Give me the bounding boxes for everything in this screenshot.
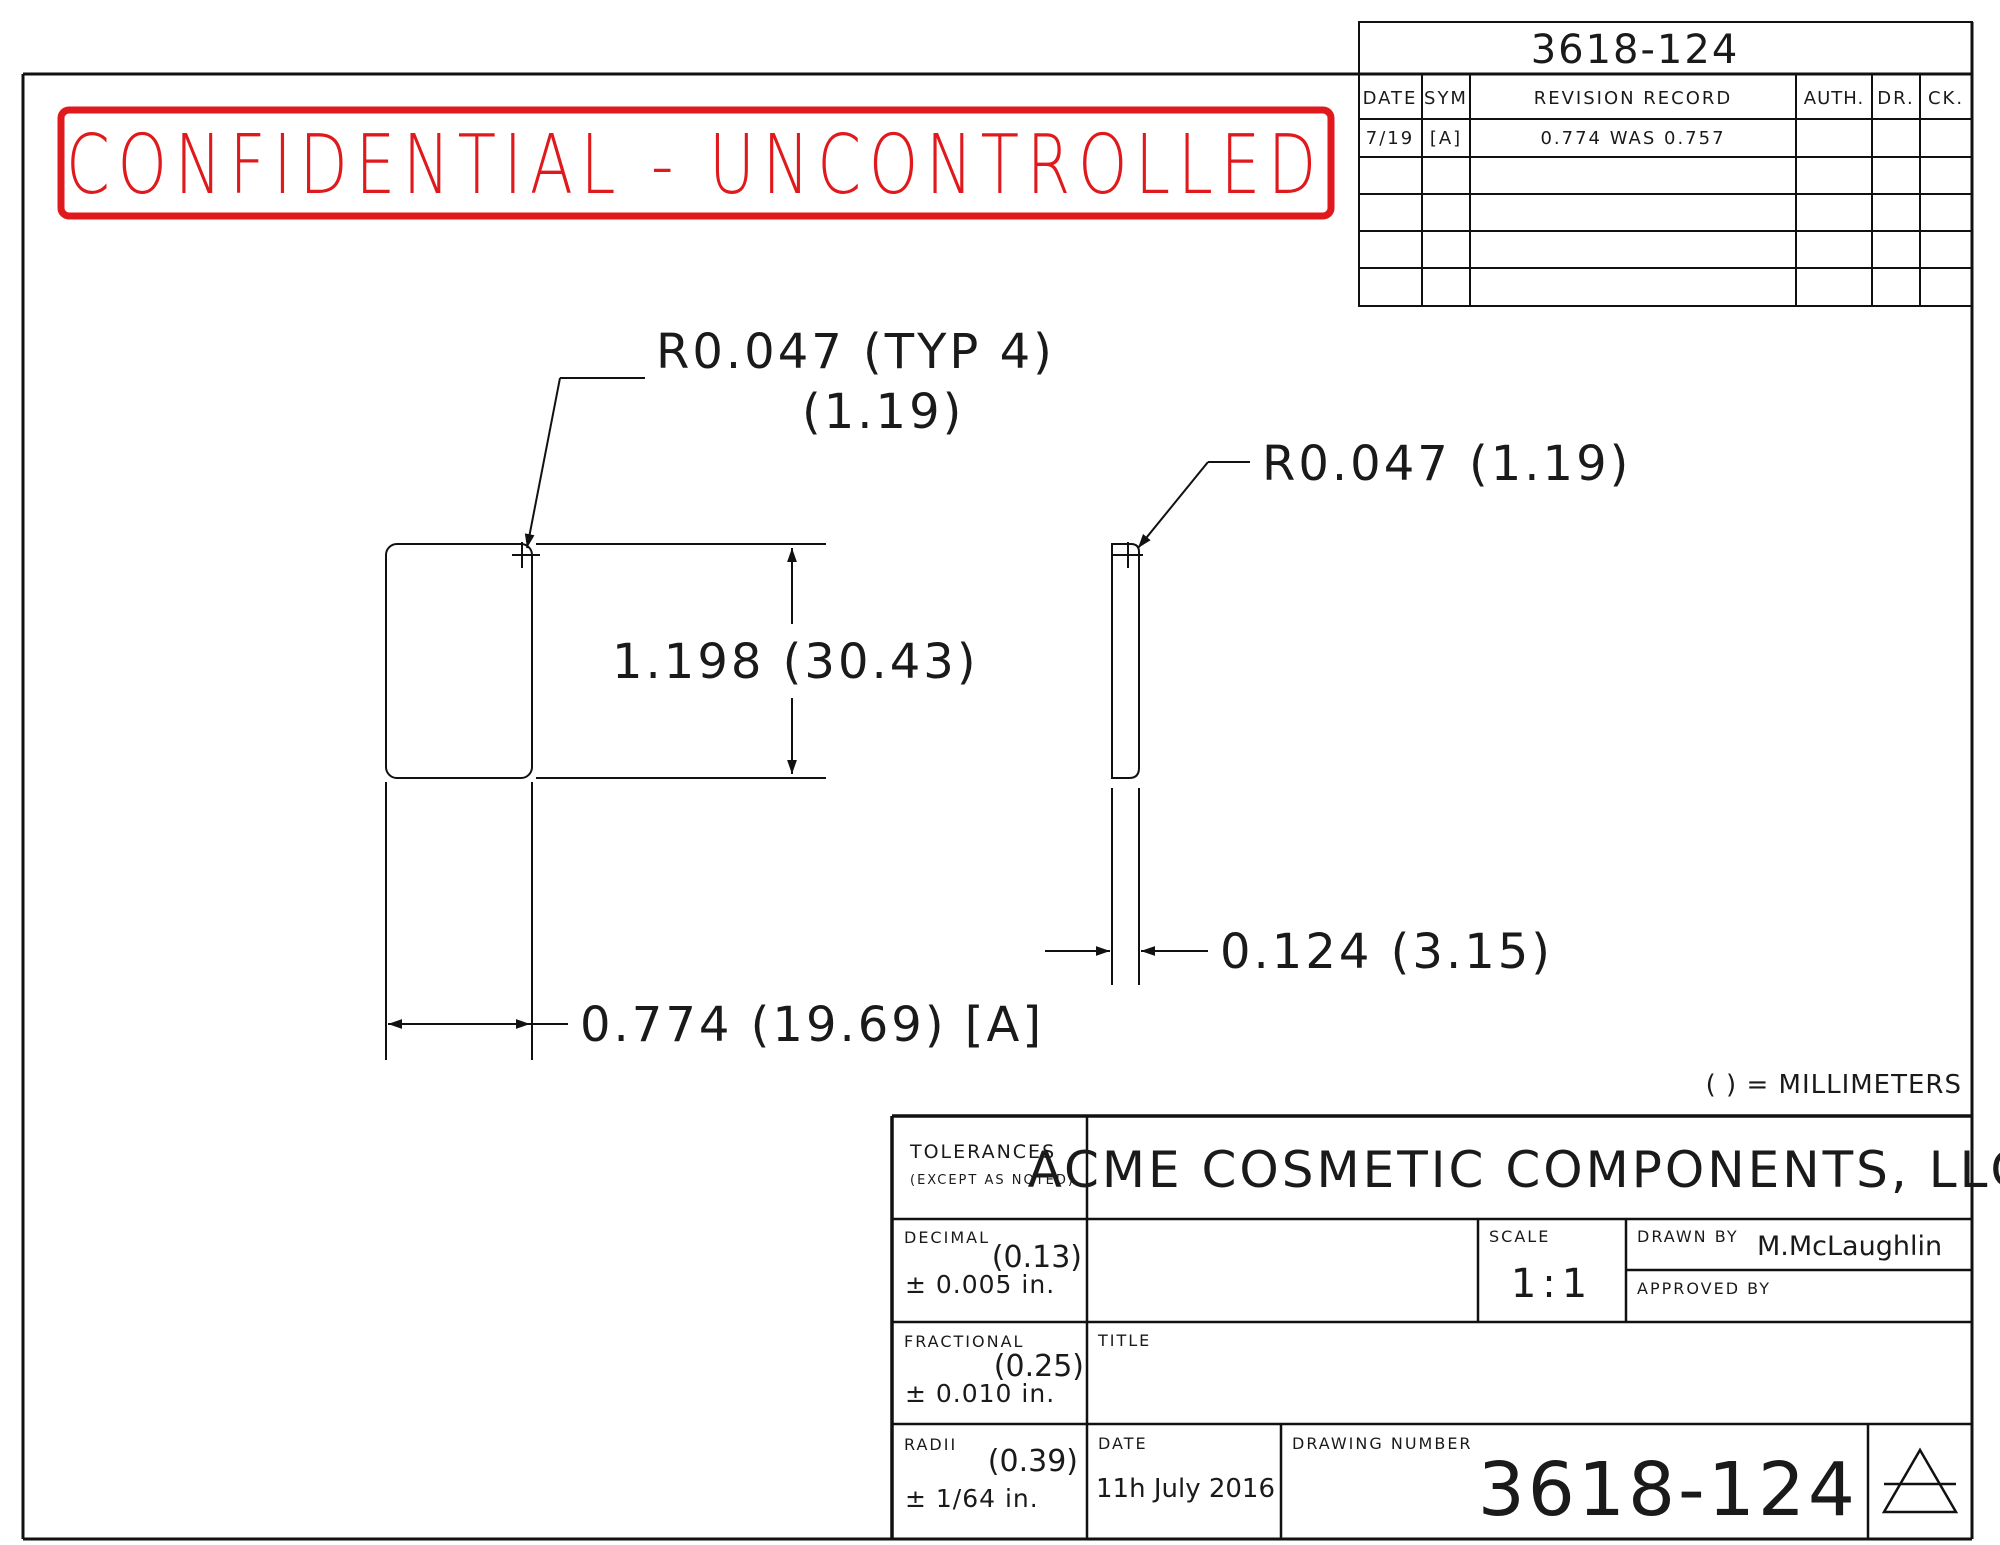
scale-value: 1:1 [1511, 1261, 1593, 1307]
drawing-number-label: DRAWING NUMBER [1292, 1434, 1473, 1453]
decimal-label: DECIMAL [904, 1228, 990, 1247]
scale-label: SCALE [1489, 1227, 1550, 1246]
rev-header-sym: SYM [1424, 88, 1468, 109]
title-label: TITLE [1097, 1331, 1151, 1350]
date-label: DATE [1098, 1434, 1148, 1453]
confidential-stamp: CONFIDENTIAL - UNCONTROLLED [57, 106, 1335, 220]
revision-triangle-icon [1881, 1447, 1959, 1514]
fractional-value: ± 0.010 in. [905, 1379, 1055, 1408]
corner-radius-label-line1: R0.047 (TYP 4) [656, 324, 1055, 380]
side-radius-label: R0.047 (1.19) [1262, 436, 1631, 492]
rev-header-ck: CK. [1928, 88, 1964, 109]
radii-label: RADII [904, 1435, 957, 1454]
rev-row-date: 7/19 [1366, 128, 1414, 149]
approved-by-label: APPROVED BY [1637, 1279, 1771, 1298]
confidential-stamp-text: CONFIDENTIAL - UNCONTROLLED [66, 118, 1324, 213]
top-drawing-number: 3618-124 [1531, 27, 1740, 73]
rev-header-record: REVISION RECORD [1534, 88, 1733, 109]
rev-header-dr: DR. [1877, 88, 1914, 109]
width-dimension-label: 0.774 (19.69) [A] [580, 997, 1044, 1053]
fractional-mm: (0.25) [994, 1349, 1084, 1384]
drawing-border [21, 22, 1974, 1541]
company-name: ACME COSMETIC COMPONENTS, LLC [1028, 1141, 2000, 1199]
radii-mm: (0.39) [988, 1444, 1078, 1479]
drawing-number-value: 3618-124 [1478, 1447, 1858, 1533]
revision-table [1358, 73, 1973, 307]
rev-row-sym: [A] [1430, 128, 1462, 149]
tolerances-note: (EXCEPT AS NOTED) [910, 1173, 1075, 1188]
rev-header-date: DATE [1363, 88, 1418, 109]
decimal-value: ± 0.005 in. [905, 1270, 1055, 1299]
front-view [385, 542, 826, 1060]
rev-row-record: 0.774 WAS 0.757 [1540, 128, 1725, 149]
drawn-by-label: DRAWN BY [1637, 1227, 1739, 1246]
thickness-dimension-label: 0.124 (3.15) [1220, 924, 1553, 980]
side-radius-leader [1137, 461, 1250, 549]
decimal-mm: (0.13) [992, 1240, 1082, 1275]
units-note: ( ) = MILLIMETERS [1706, 1070, 1962, 1100]
drawn-by-value: M.McLaughlin [1757, 1231, 1942, 1262]
tolerances-label: TOLERANCES [909, 1141, 1056, 1163]
corner-radius-label-line2: (1.19) [802, 384, 964, 440]
date-value: 11h July 2016 [1096, 1474, 1275, 1504]
height-dimension-label: 1.198 (30.43) [612, 634, 979, 690]
rev-header-auth: AUTH. [1804, 88, 1864, 109]
fractional-label: FRACTIONAL [904, 1332, 1024, 1351]
title-block [890, 1114, 1972, 1539]
corner-radius-leader [524, 377, 645, 549]
side-view [1111, 542, 1143, 985]
radii-value: ± 1/64 in. [905, 1484, 1039, 1513]
